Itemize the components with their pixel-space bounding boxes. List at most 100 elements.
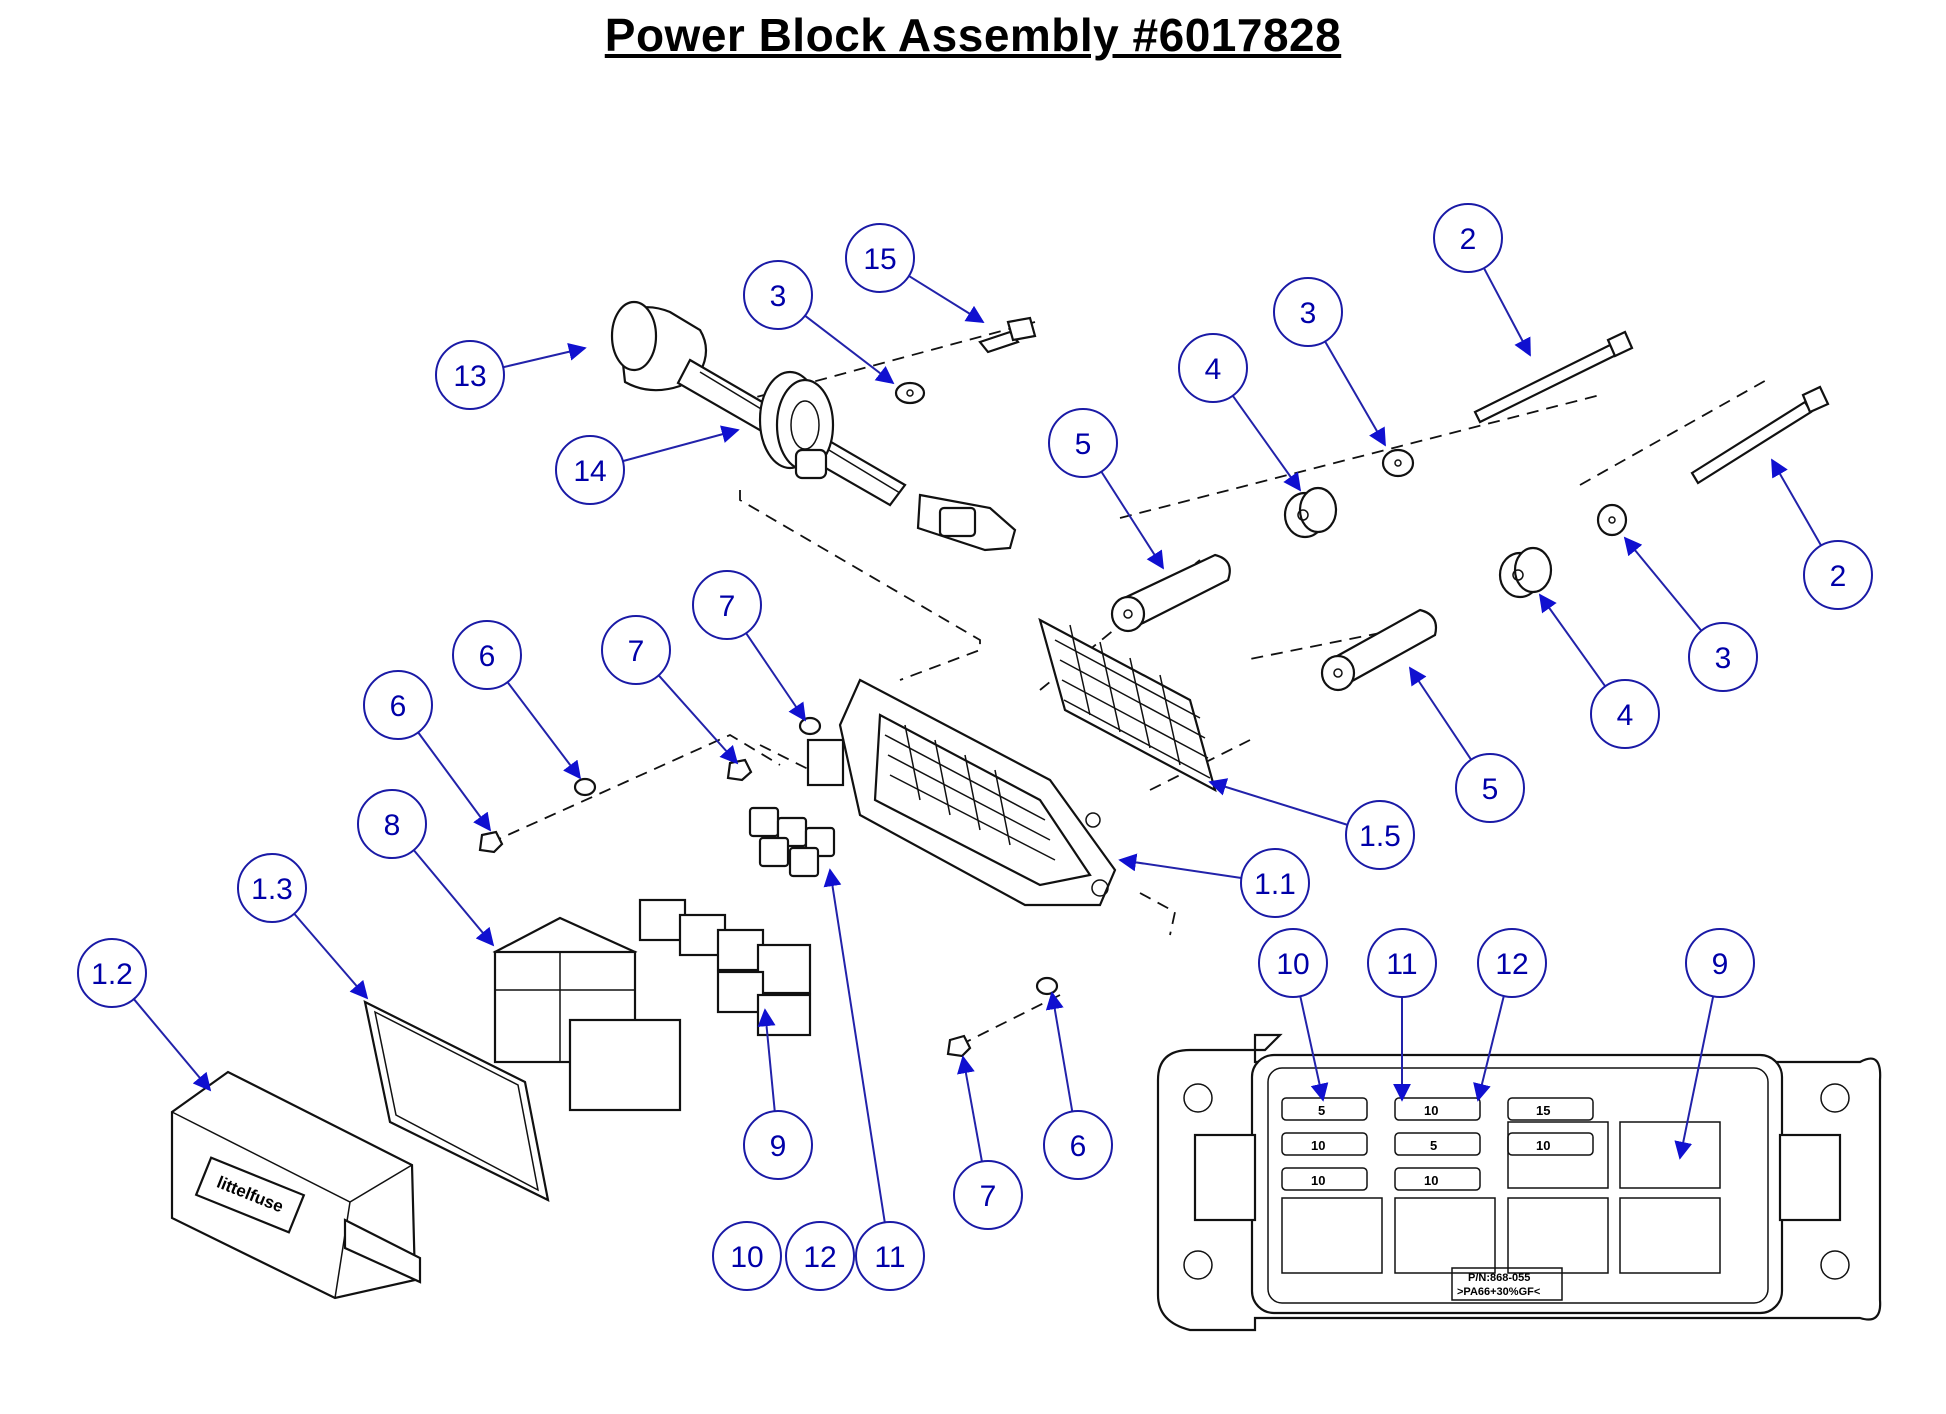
callout-label: 13	[453, 360, 486, 393]
fuse-rating: 5	[1318, 1103, 1325, 1118]
diagram-title: Power Block Assembly #6017828	[604, 9, 1342, 61]
callout-leader	[1623, 536, 1703, 632]
material-label: >PA66+30%GF<	[1457, 1286, 1540, 1298]
callout-circle	[1803, 540, 1873, 610]
callout-leader	[502, 342, 587, 369]
callout-circle	[743, 260, 813, 330]
fuse-rating: 10	[1424, 1103, 1438, 1118]
callout-label: 15	[863, 243, 896, 276]
callout-label: 8	[384, 809, 401, 842]
callout-leader	[1208, 778, 1348, 826]
callout-circle	[1258, 928, 1328, 998]
part-6-washer	[573, 716, 1059, 996]
part-8-blocks	[492, 916, 682, 1112]
callout-circle	[845, 223, 915, 293]
callout-label: 9	[770, 1130, 787, 1163]
plug-connector	[916, 493, 1017, 552]
callout-circle	[452, 620, 522, 690]
callout-circle	[1345, 800, 1415, 870]
callout-label: 2	[1460, 223, 1477, 256]
callout-label: 6	[390, 690, 407, 723]
callout-circle	[77, 938, 147, 1008]
part-1-5-terminals	[1038, 617, 1217, 793]
callout-label: 11	[874, 1241, 905, 1274]
fuse-rating: 10	[1424, 1173, 1438, 1188]
part-7-nut	[478, 758, 972, 1058]
washer	[894, 381, 1628, 537]
callout-leader	[1409, 666, 1472, 761]
callout-circle	[1455, 753, 1525, 823]
callout-label: 14	[573, 455, 606, 488]
part-9-relays	[638, 898, 812, 1037]
callout-label: 10	[730, 1241, 763, 1274]
callout-circle	[1685, 928, 1755, 998]
part-2-bolt	[1473, 330, 1830, 485]
callout-label: 3	[770, 280, 787, 313]
part-number-label: P/N:868-055	[1468, 1272, 1530, 1284]
callout-leader	[622, 425, 740, 463]
callout-label: 1.5	[1359, 820, 1401, 853]
callout-circle	[435, 340, 505, 410]
callout-label: 11	[1386, 948, 1417, 981]
fuse-rating: 15	[1536, 1103, 1550, 1118]
callout-circle	[712, 1221, 782, 1291]
callout-circle	[1367, 928, 1437, 998]
callout-label: 1.2	[91, 958, 133, 991]
part-1-3-gasket	[363, 1000, 550, 1202]
callout-circle	[237, 853, 307, 923]
fuse-rating: 10	[1536, 1138, 1550, 1153]
callout-leader	[745, 632, 807, 722]
callout-circle	[692, 570, 762, 640]
part-4-spacer	[1283, 486, 1553, 599]
callout-leader	[1483, 267, 1531, 357]
part-1-2-cover: littelfuse	[170, 1070, 422, 1300]
fuse-rating: 10	[1311, 1138, 1325, 1153]
callout-label: 3	[1715, 642, 1732, 675]
part-1-1-housing	[806, 678, 1117, 907]
callout-label: 6	[479, 640, 496, 673]
mini-fuses	[748, 806, 836, 878]
callout-label: 7	[628, 635, 645, 668]
fuse-block-top-view: 5 10 15 10 5 10 10 10 P/N:868-055 >PA66+…	[1156, 1033, 1882, 1332]
callout-leader	[1231, 395, 1302, 492]
callout-leader	[757, 1008, 776, 1112]
callout-leader	[1473, 995, 1505, 1102]
callout-label: 4	[1617, 699, 1634, 732]
part-14-grommet	[758, 370, 835, 480]
callout-circle	[1273, 277, 1343, 347]
callout-label: 12	[803, 1241, 836, 1274]
callout-leader	[1324, 340, 1386, 447]
fuse-rating: 10	[1311, 1173, 1325, 1188]
callout-leader	[657, 674, 739, 765]
callout-leader	[1771, 458, 1822, 547]
callout-leader	[1674, 996, 1715, 1160]
fuse-rating-row-2: 10 5 10	[1311, 1138, 1550, 1153]
callout-circle	[1477, 928, 1547, 998]
callout-leader	[1118, 853, 1242, 879]
callout-label: 10	[1276, 948, 1309, 981]
fuse-rating-row-1: 5 10 15	[1318, 1103, 1550, 1118]
callout-circle	[855, 1221, 925, 1291]
callout-circle	[785, 1221, 855, 1291]
callout-label: 6	[1070, 1130, 1087, 1163]
callout-leader	[957, 1055, 983, 1162]
callout-leader	[133, 998, 212, 1092]
callout-leader	[1538, 593, 1607, 687]
callout-label: 2	[1830, 560, 1847, 593]
callout-circle	[743, 1110, 813, 1180]
callout-leader	[1299, 995, 1329, 1102]
callout-label: 12	[1495, 948, 1528, 981]
callout-label: 3	[1300, 297, 1317, 330]
callout-leader	[417, 731, 492, 832]
callout-circle	[1048, 408, 1118, 478]
part-15-bolt	[978, 316, 1037, 354]
callout-circle	[953, 1160, 1023, 1230]
callout-leader	[293, 913, 369, 1000]
callout-circle	[1178, 333, 1248, 403]
callout-circle	[1433, 203, 1503, 273]
callout-circle	[1590, 679, 1660, 749]
callout-circle	[363, 670, 433, 740]
callout-label: 1.3	[251, 873, 293, 906]
